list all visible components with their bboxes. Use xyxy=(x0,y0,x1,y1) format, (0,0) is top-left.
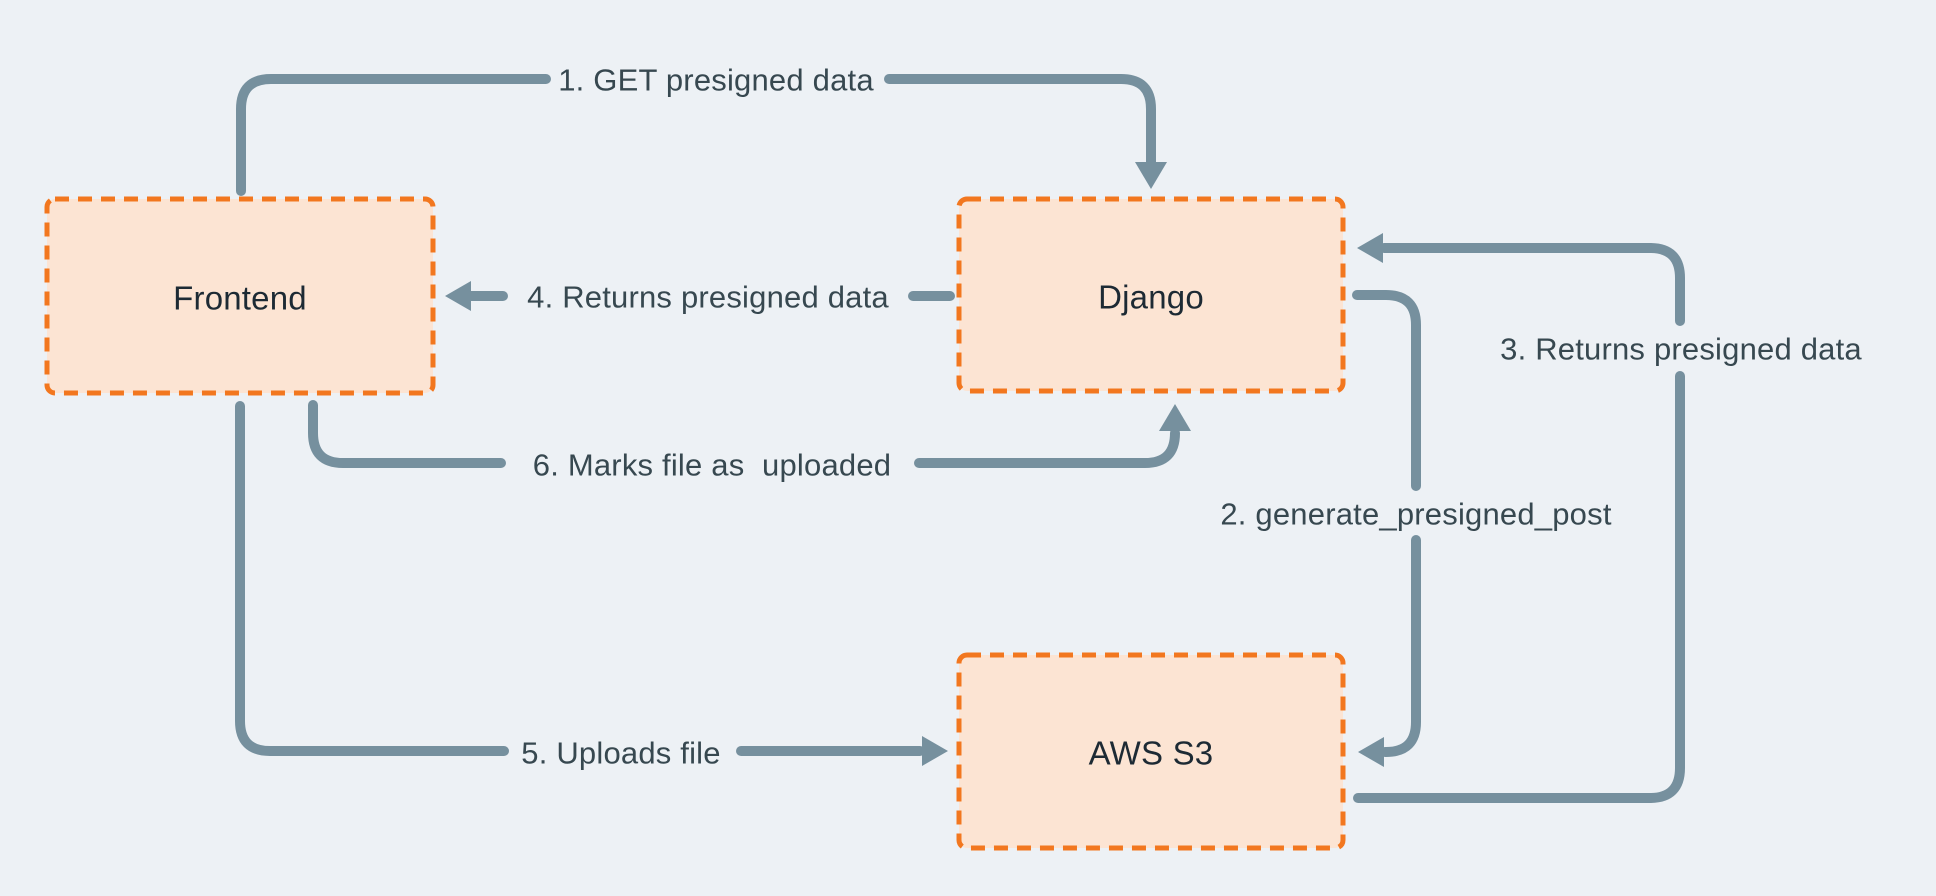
edge-5-label: 5. Uploads file xyxy=(521,736,720,771)
edge-6-segment-b xyxy=(914,428,1180,468)
edge-5-arrowhead-right-icon xyxy=(922,736,948,766)
edge-2-label: 2. generate_presigned_post xyxy=(1220,497,1611,532)
edge-4-label: 4. Returns presigned data xyxy=(527,280,889,315)
edge-2-arrowhead-left-icon xyxy=(1358,737,1384,767)
django-label: Django xyxy=(1098,279,1204,316)
edge-5-segment-a xyxy=(235,401,509,756)
frontend-label: Frontend xyxy=(173,280,307,317)
edge-1-segment-b xyxy=(884,74,1156,168)
frontend-box xyxy=(44,196,436,396)
edge-2-generate-presigned-post: 2. generate_presigned_post xyxy=(1220,290,1612,767)
edge-3-segment-a xyxy=(1353,371,1685,803)
edge-1-label: 1. GET presigned data xyxy=(558,63,874,98)
edge-1-arrowhead-down-icon xyxy=(1135,162,1167,189)
edge-2-segment-a xyxy=(1352,290,1421,491)
edge-6-marks-file-uploaded: 6. Marks file as uploaded xyxy=(308,400,1191,483)
node-frontend: Frontend xyxy=(44,196,436,396)
edge-4-arrowhead-left-icon xyxy=(445,281,471,311)
edge-6-segment-a xyxy=(308,400,506,468)
node-django: Django xyxy=(956,196,1346,394)
edge-3-segment-b xyxy=(1379,243,1685,326)
edge-3-label: 3. Returns presigned data xyxy=(1500,332,1862,367)
aws-s3-box xyxy=(956,652,1346,851)
edge-2-segment-b xyxy=(1380,535,1421,757)
edge-5-uploads-file: 5. Uploads file xyxy=(235,401,948,771)
node-aws-s3: AWS S3 xyxy=(956,652,1346,851)
edge-3-arrowhead-left-icon xyxy=(1357,233,1383,263)
edge-4-returns-presigned-data: 4. Returns presigned data xyxy=(445,280,955,315)
edge-1-segment-a xyxy=(236,74,551,196)
edge-6-label: 6. Marks file as uploaded xyxy=(533,448,891,483)
aws-s3-label: AWS S3 xyxy=(1089,735,1214,772)
edge-3-returns-presigned-data: 3. Returns presigned data xyxy=(1353,233,1862,803)
edge-6-arrowhead-up-icon xyxy=(1159,404,1191,431)
edge-1-get-presigned-data: 1. GET presigned data xyxy=(236,63,1167,196)
django-box xyxy=(956,196,1346,394)
